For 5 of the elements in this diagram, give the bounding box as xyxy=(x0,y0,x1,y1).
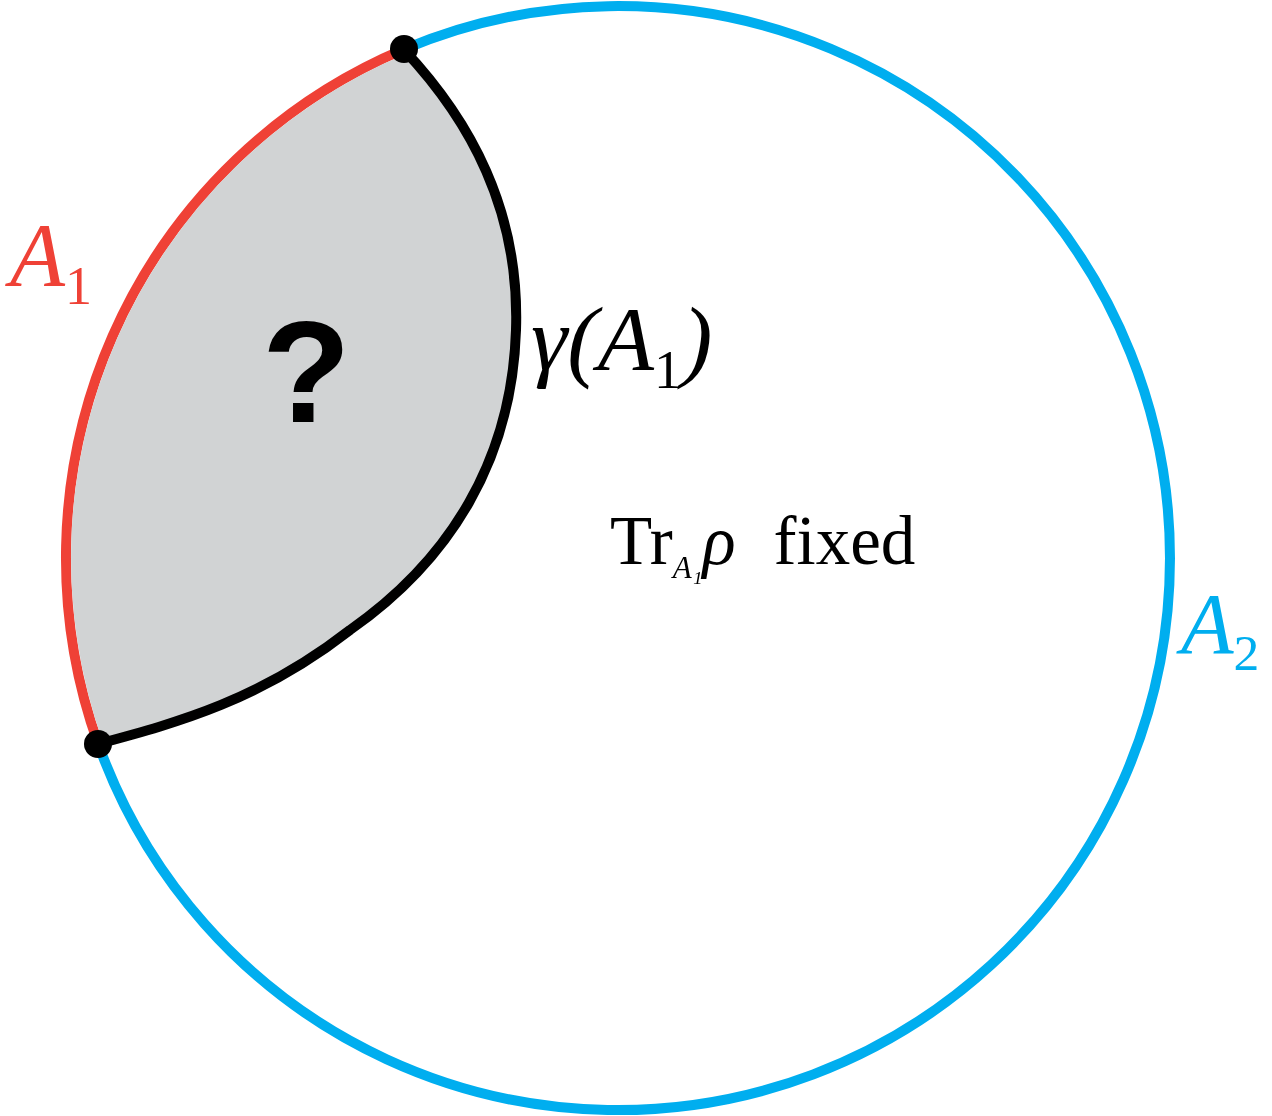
annotation-text: Tr$_{A₁}$ρ fixed xyxy=(610,507,916,583)
arc-label: A$_{2}$ xyxy=(1175,575,1268,689)
curve-label: γ(A$_{1}$) xyxy=(529,287,714,403)
arc-label: A$_{1}$ xyxy=(4,205,101,324)
question-mark-text: ? xyxy=(262,300,351,445)
